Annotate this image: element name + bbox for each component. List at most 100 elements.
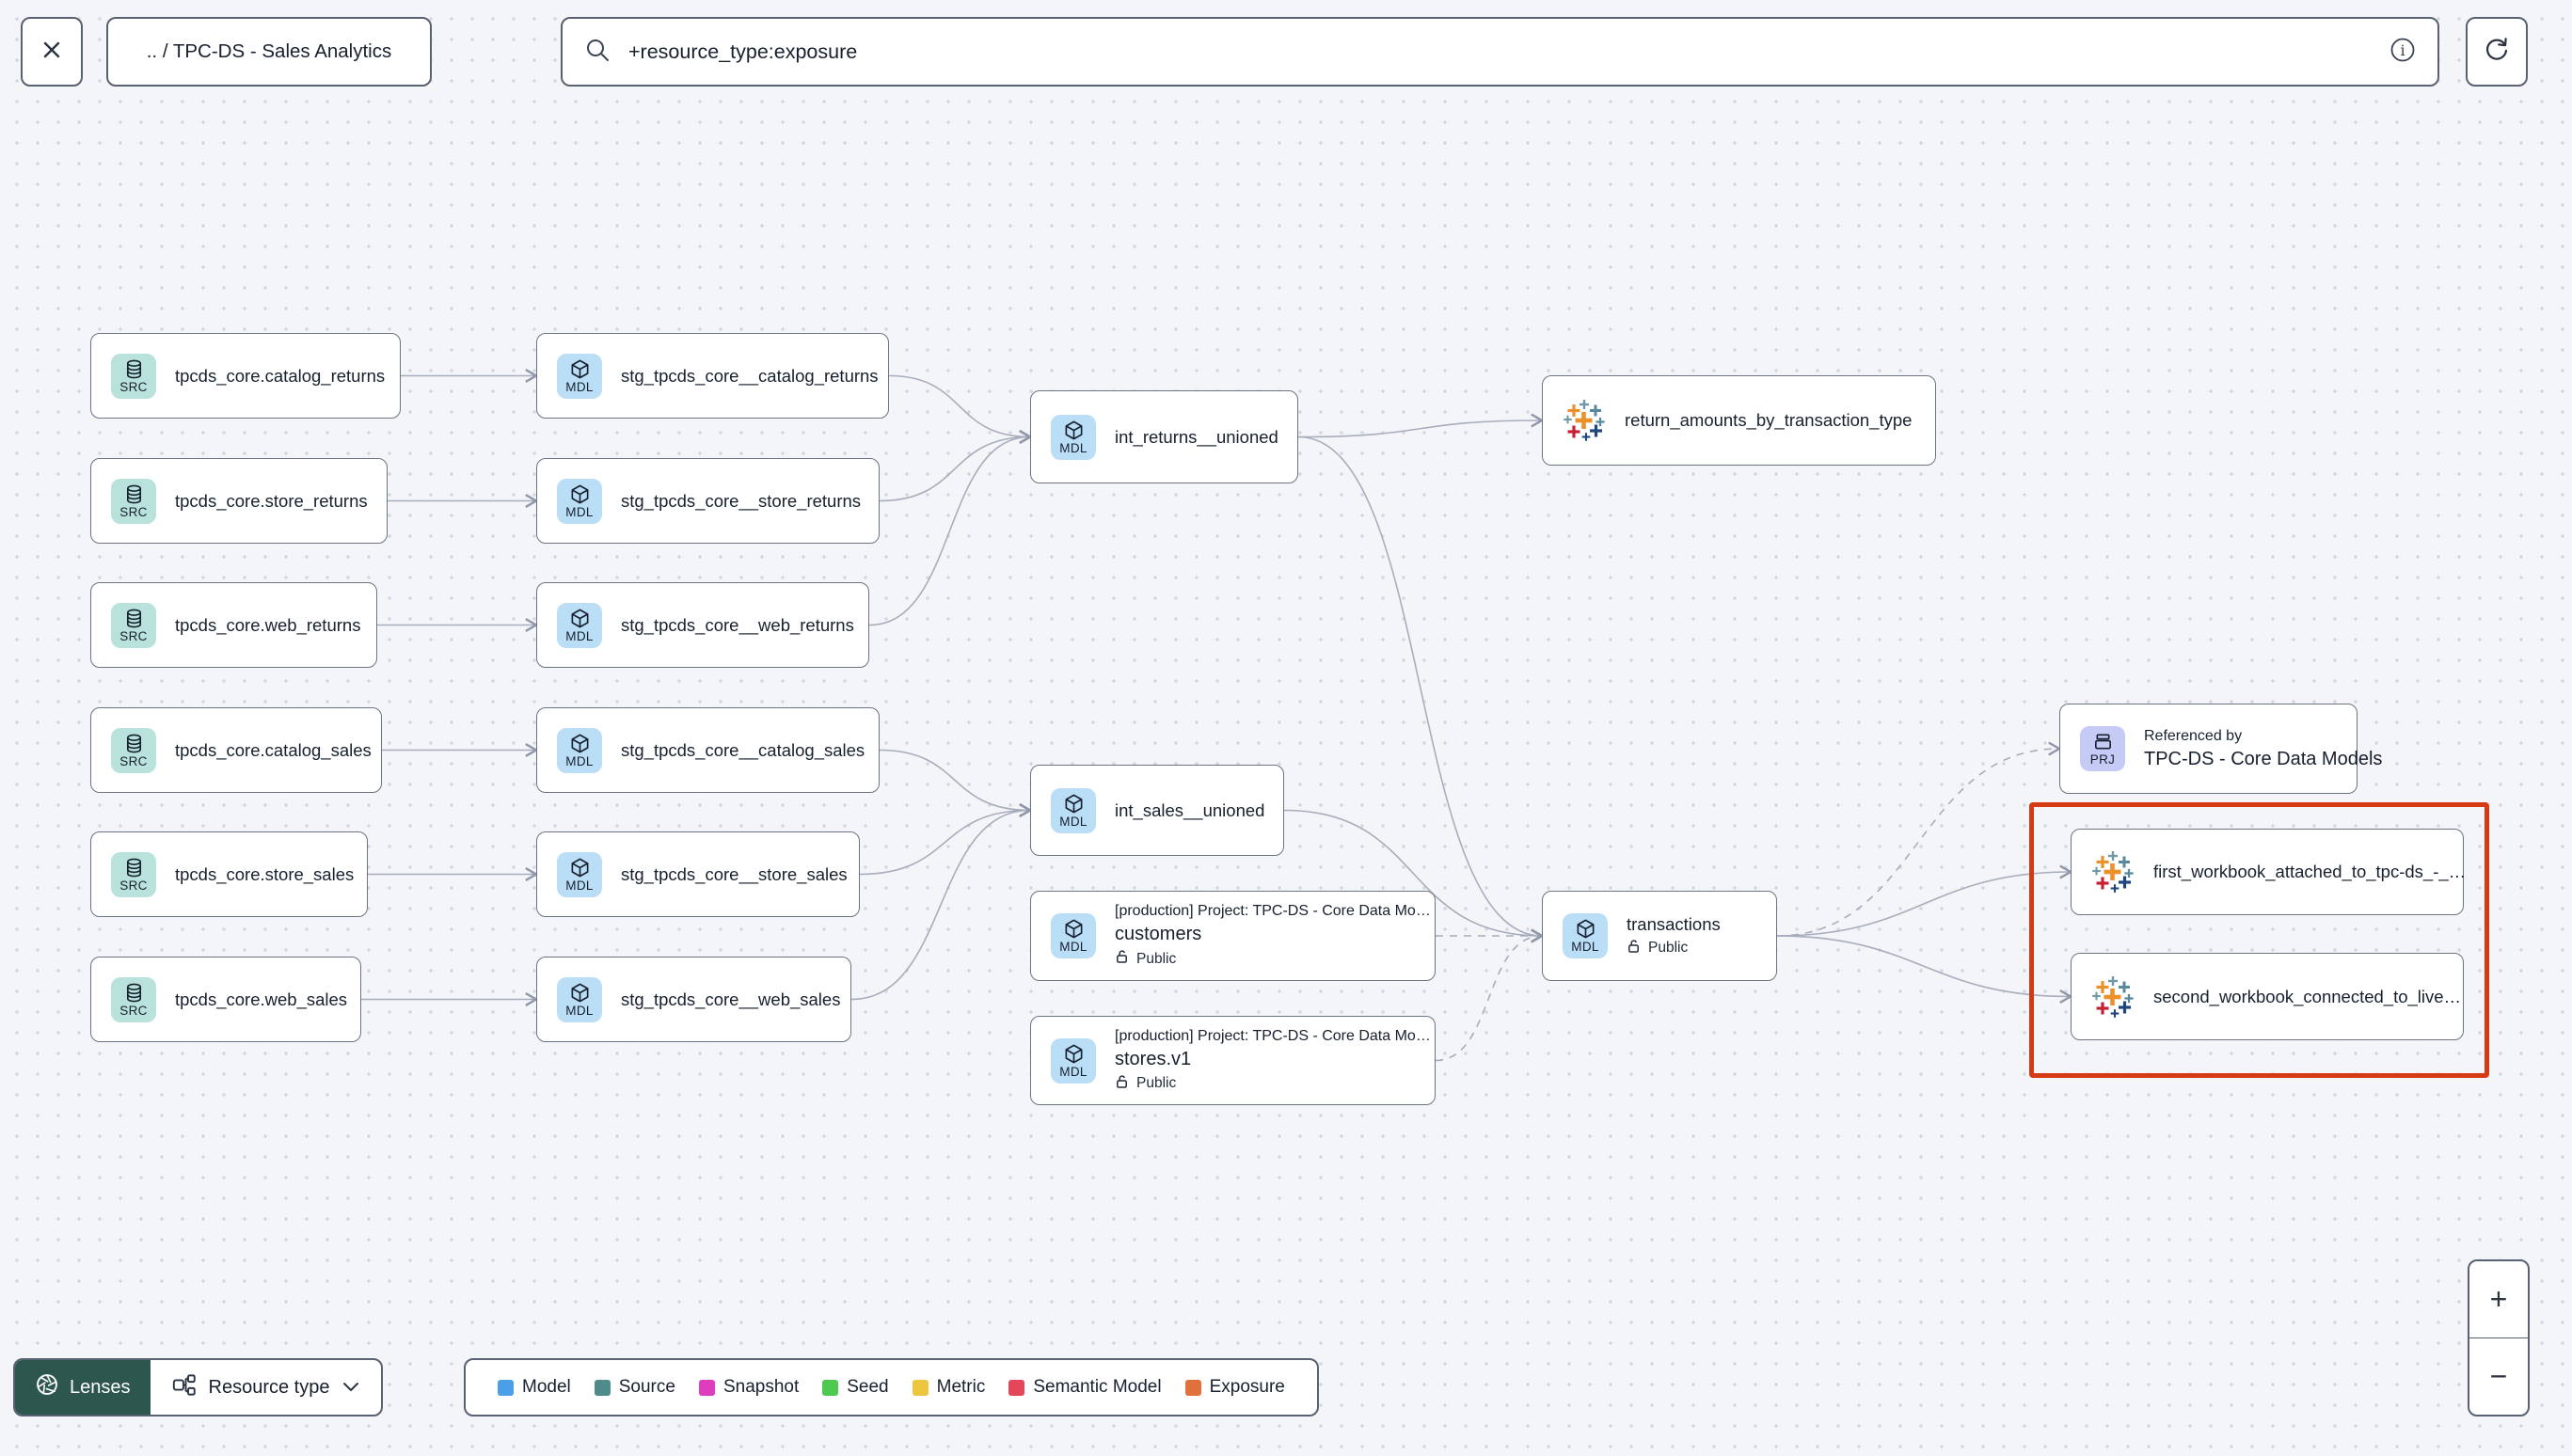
node-label: customers — [1115, 924, 1202, 944]
resource-badge: MDL — [1059, 940, 1088, 955]
search-bar[interactable]: i — [561, 17, 2439, 87]
node-customers[interactable]: MDL [production] Project: TPC-DS - Core D… — [1030, 891, 1436, 981]
resource-type-dropdown[interactable]: Resource type — [151, 1360, 382, 1415]
project-icon: PRJ — [2080, 726, 2125, 771]
resource-type-icon — [171, 1372, 197, 1403]
cube-icon: MDL — [557, 976, 602, 1022]
access-row: Public — [1115, 1074, 1420, 1094]
node-labels: [production] Project: TPC-DS - Core Data… — [1115, 903, 1431, 969]
edge-int_returns_unioned-to-return_amounts_by_transaction_type — [1297, 413, 1545, 438]
resource-badge: MDL — [565, 504, 594, 519]
database-icon: SRC — [111, 353, 156, 399]
node-labels: stg_tpcds_core__catalog_sales — [621, 740, 865, 761]
legend-swatch — [1008, 1379, 1025, 1396]
resource-type-label: Resource type — [208, 1376, 330, 1398]
node-labels: return_amounts_by_transaction_type — [1625, 410, 1912, 431]
resource-badge: SRC — [119, 504, 148, 519]
resource-badge: PRJ — [2089, 752, 2116, 768]
node-stores_v1[interactable]: MDL [production] Project: TPC-DS - Core D… — [1030, 1016, 1436, 1105]
chevron-down-icon — [341, 1377, 360, 1399]
unlock-icon — [1115, 1074, 1130, 1094]
node-label: stg_tpcds_core__web_returns — [621, 614, 854, 635]
node-second_workbook[interactable]: second_workbook_connected_to_live… — [2071, 953, 2464, 1040]
node-labels: tpcds_core.store_returns — [175, 491, 368, 512]
lenses-button[interactable]: Lenses — [15, 1360, 151, 1415]
breadcrumb-label: .. / TPC-DS - Sales Analytics — [146, 40, 392, 62]
resource-badge: MDL — [1571, 940, 1599, 955]
cube-icon: MDL — [557, 727, 602, 773]
zoom-out-button[interactable]: − — [2469, 1337, 2528, 1415]
selection-highlight-box — [2029, 802, 2489, 1078]
legend-item-semantic-model: Semantic Model — [1008, 1377, 1162, 1398]
resource-badge: MDL — [565, 1003, 594, 1018]
node-labels: stg_tpcds_core__store_sales — [621, 863, 848, 885]
legend-item-source: Source — [594, 1377, 675, 1398]
legend-swatch — [822, 1379, 839, 1396]
resource-badge: SRC — [119, 1003, 148, 1018]
node-label: return_amounts_by_transaction_type — [1625, 410, 1913, 430]
plus-icon: + — [2489, 1282, 2508, 1316]
node-src_store_returns[interactable]: SRC tpcds_core.store_returns — [90, 458, 388, 544]
node-label: tpcds_core.store_returns — [175, 490, 368, 511]
node-stg_web_returns[interactable]: MDL stg_tpcds_core__web_returns — [536, 582, 869, 668]
node-stg_store_sales[interactable]: MDL stg_tpcds_core__store_sales — [536, 831, 860, 917]
search-input[interactable] — [627, 39, 2374, 65]
node-labels: tpcds_core.web_returns — [175, 615, 360, 636]
legend-item-exposure: Exposure — [1184, 1377, 1285, 1398]
node-first_workbook[interactable]: first_workbook_attached_to_tpc-ds_-_… — [2071, 829, 2466, 915]
node-label: tpcds_core.store_sales — [175, 863, 355, 884]
lenses-label: Lenses — [70, 1376, 131, 1398]
edge-stg_catalog_sales-to-int_sales_unioned — [879, 749, 1033, 817]
node-stg_catalog_sales[interactable]: MDL stg_tpcds_core__catalog_sales — [536, 707, 880, 793]
legend-label: Seed — [847, 1377, 889, 1397]
node-labels: tpcds_core.catalog_sales — [175, 740, 372, 761]
tableau-exposure-icon — [2091, 975, 2135, 1019]
node-return_amounts_by_transaction_type[interactable]: return_amounts_by_transaction_type — [1542, 375, 1936, 466]
resource-badge: MDL — [1059, 814, 1088, 829]
access-row: Public — [1627, 939, 1721, 958]
node-label: transactions — [1627, 913, 1721, 934]
access-label: Public — [1136, 1075, 1177, 1091]
legend-label: Exposure — [1209, 1377, 1285, 1397]
node-labels: tpcds_core.store_sales — [175, 863, 355, 885]
node-int_sales_unioned[interactable]: MDL int_sales__unioned — [1030, 765, 1284, 856]
cube-icon: MDL — [1051, 1037, 1096, 1084]
close-button[interactable] — [21, 17, 83, 87]
node-labels: [production] Project: TPC-DS - Core Data… — [1115, 1027, 1431, 1094]
zoom-in-button[interactable]: + — [2469, 1261, 2528, 1337]
legend-item-metric: Metric — [912, 1377, 986, 1398]
resource-badge: MDL — [565, 878, 594, 893]
edge-transactions-to-second_workbook — [1776, 935, 2073, 1004]
legend-label: Metric — [936, 1377, 986, 1397]
node-label: stg_tpcds_core__store_sales — [621, 863, 848, 884]
node-label: int_sales__unioned — [1115, 799, 1265, 820]
info-icon[interactable]: i — [2389, 36, 2417, 69]
cube-icon: MDL — [1051, 787, 1096, 833]
tableau-exposure-icon — [2091, 850, 2135, 894]
node-labels: stg_tpcds_core__catalog_returns — [621, 366, 879, 387]
node-sublabel: [production] Project: TPC-DS - Core Data… — [1115, 1027, 1431, 1044]
edge-transactions-to-referenced_by_project — [1776, 741, 2062, 937]
node-label: TPC-DS - Core Data Models — [2144, 748, 2383, 769]
access-label: Public — [1648, 940, 1689, 956]
legend-swatch — [1184, 1379, 1201, 1396]
refresh-button[interactable] — [2466, 17, 2528, 87]
breadcrumb[interactable]: .. / TPC-DS - Sales Analytics — [106, 17, 432, 87]
edge-stg_store_returns-to-int_returns_unioned — [879, 430, 1033, 502]
resource-badge: MDL — [565, 628, 594, 643]
edge-int_returns_unioned-to-transactions — [1297, 435, 1545, 943]
access-label: Public — [1136, 950, 1177, 967]
legend-swatch — [912, 1379, 929, 1396]
